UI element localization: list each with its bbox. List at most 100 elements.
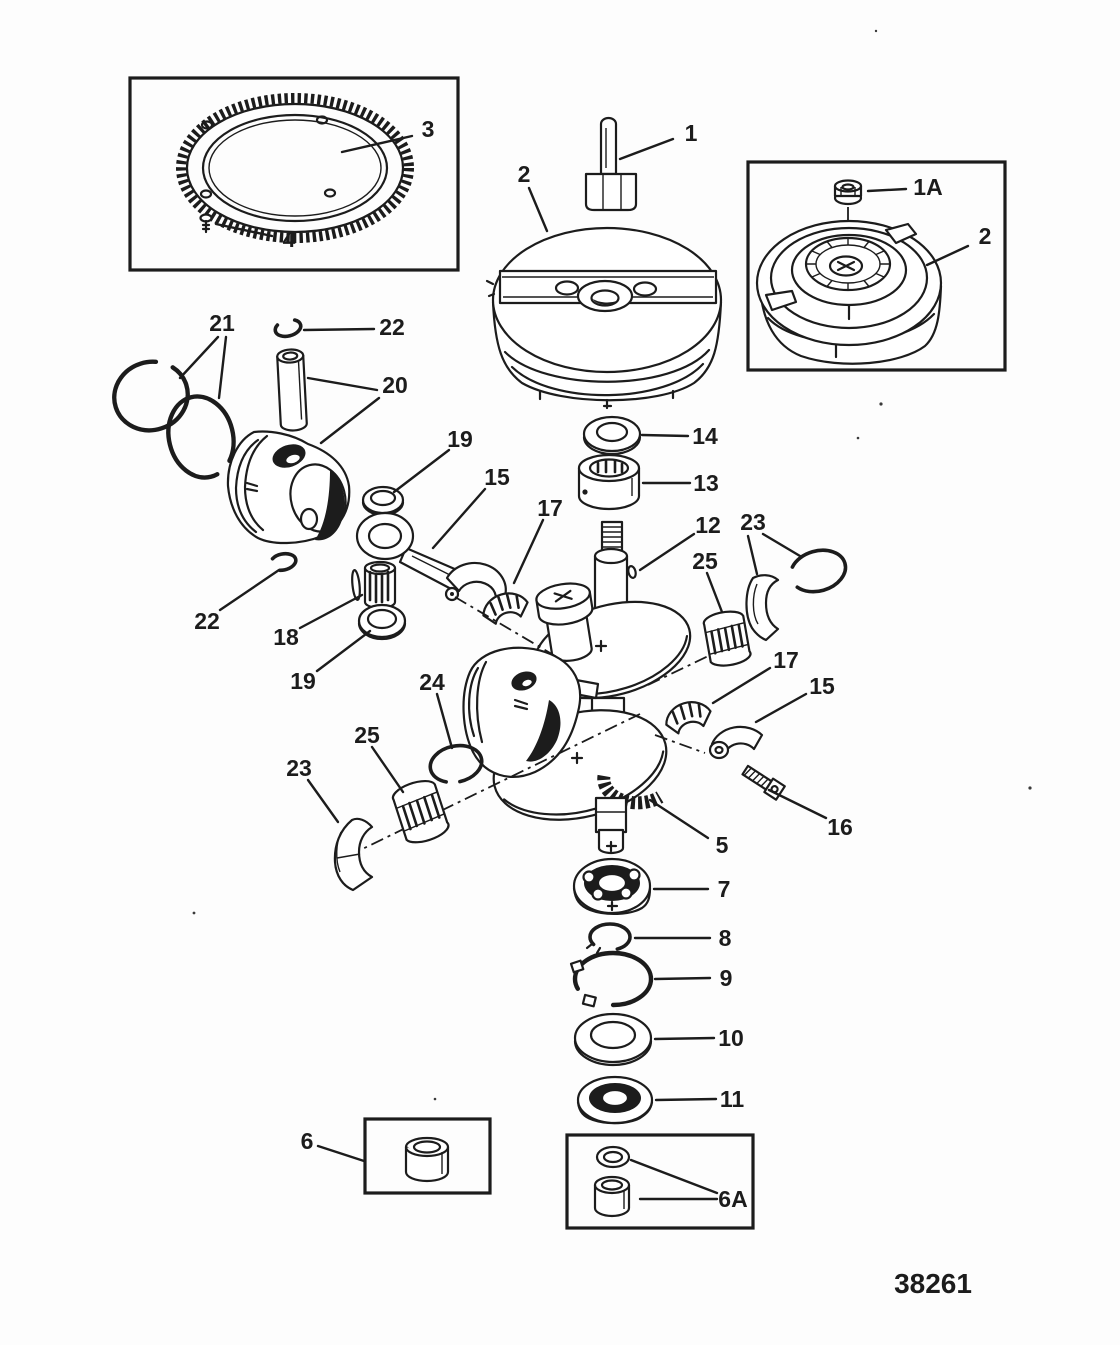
crankshaft-key [627,565,637,579]
callout-17-upper-label: 17 [537,495,563,521]
callout-19-lower-label: 19 [290,668,316,694]
flywheel [485,226,723,410]
callout-18-label: 18 [273,624,299,650]
callout-2-right: 2 [925,223,992,267]
piston [226,430,351,545]
callout-17-upper: 17 [512,495,563,585]
callout-1A: 1A [866,174,943,200]
callout-16-label: 16 [827,814,853,840]
inset-ring-gear: 3 4 [128,76,460,272]
callout-4-label: 4 [283,226,296,252]
callout-1: 1 [618,120,698,161]
callout-15-mid-label: 15 [809,673,835,699]
inset-flywheel-alt: 1A 2 [746,160,1007,372]
callout-8-label: 8 [719,925,732,951]
callout-13-label: 13 [693,470,719,496]
drawing-number: 38261 [894,1268,972,1299]
lower-stack: 7 8 9 10 11 [569,857,745,1125]
callout-14-label: 14 [692,423,718,449]
pin-retainer-bottom [268,551,298,573]
callout-2-right-label: 2 [979,223,992,249]
callout-25-left: 25 [354,722,405,794]
callout-22-bottom-label: 22 [194,608,220,634]
callout-2-left-label: 2 [518,161,531,187]
ball-bearing [572,857,652,915]
center-shell-right [745,574,780,642]
scan-specks [192,29,1032,1101]
callout-9-label: 9 [720,965,733,991]
callout-25-right-label: 25 [692,548,718,574]
callout-22-top: 22 [302,314,405,340]
bearing-top [577,453,641,511]
callout-1A-label: 1A [913,174,942,200]
piston-ring-1 [112,359,190,433]
callout-7: 7 [652,876,731,902]
flywheel-alt-notch-left [764,289,798,312]
flywheel-alt-notch-right [884,222,918,245]
center-cage-right [702,610,752,667]
callout-12-label: 12 [695,512,721,538]
callout-22-top-label: 22 [379,314,405,340]
callout-21-label: 21 [209,310,235,336]
callout-2-left: 2 [518,161,549,233]
callout-20-label: 20 [382,372,408,398]
callout-6A: 6A [629,1158,748,1212]
callout-1-label: 1 [685,120,698,146]
needle-cage [351,560,397,610]
callout-21: 21 [178,310,235,400]
kit-o-ring [595,1145,631,1169]
callout-24-label: 24 [419,669,445,695]
washer-bottom [573,1012,653,1067]
callout-17-mid: 17 [711,647,799,705]
callout-23-left-label: 23 [286,755,312,781]
callout-14: 14 [640,423,718,449]
center-cage-left [391,780,450,844]
snap-ring [585,922,632,955]
piston-group: 21 22 20 22 [112,310,408,634]
rod-bearing-upper [482,592,529,625]
callout-15-upper: 15 [431,464,510,550]
flywheel-alt-nut [833,179,863,252]
inset-bushing-frame [363,1117,492,1195]
callout-12: 12 [638,512,721,572]
callout-5: 5 [648,798,729,858]
center-bearing-left: 24 25 23 [286,669,484,892]
callout-8: 8 [633,925,732,951]
flywheel-bolt [584,116,638,212]
inset-bushing-kit: 6A [565,1133,755,1230]
callout-23-left: 23 [286,755,340,824]
connecting-rod [355,511,507,607]
center-bearing-right: 23 25 17 15 16 [665,509,853,840]
callout-10-label: 10 [718,1025,744,1051]
callout-11-label: 11 [720,1086,745,1112]
kit-bushing [593,1175,631,1218]
flywheel-alt [755,219,943,365]
callout-25-right: 25 [692,548,724,614]
callout-25-left-label: 25 [354,722,380,748]
callout-20: 20 [306,372,408,445]
inset-bushing: 6 [301,1117,492,1195]
center-snap-ring-right [788,548,848,594]
rod-cap [708,725,764,760]
callout-17-mid-label: 17 [773,647,799,673]
callout-15-mid: 15 [754,673,835,724]
callout-11: 11 [654,1086,745,1112]
oil-seal [576,1075,654,1125]
piston-ring-2 [166,394,236,480]
callout-18: 18 [273,593,364,650]
piston-pin [276,348,308,432]
callout-22-bottom: 22 [194,568,281,634]
pin-retainer-top [273,317,303,339]
callout-19-upper-label: 19 [447,426,473,452]
callout-16: 16 [767,788,853,840]
callout-15-upper-label: 15 [484,464,510,490]
inset-ring-gear-frame [128,76,460,272]
ring-gear [176,93,414,243]
callout-6A-label: 6A [718,1186,747,1212]
callout-10: 10 [653,1025,744,1051]
callout-24: 24 [419,669,454,750]
callout-13: 13 [641,470,719,496]
callout-7-label: 7 [718,876,731,902]
